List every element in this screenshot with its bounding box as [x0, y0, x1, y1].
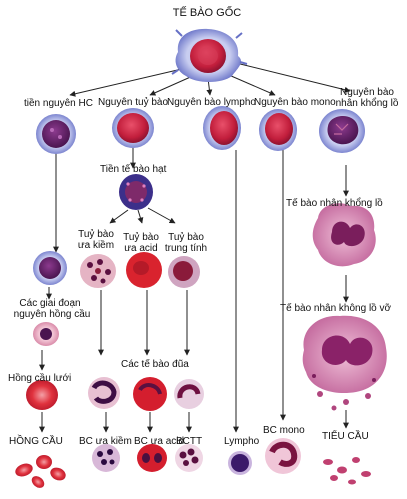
label-megakaryoblast-line2: nhân khổng lồ [335, 98, 399, 109]
red-blood-cells [15, 455, 66, 488]
reticulocyte-cell [26, 380, 58, 410]
band-cell-baso [88, 377, 120, 409]
arrow-promyelo-to-baso [109, 209, 129, 224]
neutrophil-cell [175, 444, 203, 472]
arrow-stem-to-megakaryoblast [231, 61, 351, 93]
arrows [39, 61, 351, 433]
basophil-cell [92, 444, 120, 472]
acidophilic-myelocyte-cell [126, 252, 162, 288]
proerythroblast-cell [36, 114, 76, 154]
label-neut-myelocyte-line1: Tuỷ bào [168, 232, 204, 243]
label-basophil: BC ưa kiềm [79, 436, 132, 447]
label-rbc: HỒNG CẦU [9, 436, 63, 447]
myeloblast-cell [112, 108, 154, 148]
label-monoblast: Nguyên bào mono [254, 97, 336, 108]
label-band-cells: Các tế bào đũa [121, 359, 189, 370]
erythroblast-cell [33, 251, 67, 285]
label-promyelocyte: Tiền tế bào hạt [100, 164, 167, 175]
lymphoblast-cell [203, 106, 241, 150]
label-proerythroblast: tiền nguyên HC [24, 98, 93, 109]
label-lymphocyte: Lympho [224, 436, 260, 447]
label-stem-cell: TẾ BÀO GỐC [172, 7, 242, 19]
label-megakaryoblast-line1: Nguyên bào [340, 87, 394, 98]
label-megakaryocyte: Tế bào nhân khổng lồ [286, 198, 383, 209]
monocyte-cell [265, 438, 301, 474]
lymphocyte-cell [228, 451, 252, 475]
stem-cell [171, 28, 248, 82]
arrow-promyelo-to-neut [147, 207, 176, 224]
monoblast-cell [259, 109, 297, 151]
broken-megakaryocyte-cell [302, 315, 387, 411]
arrow-stem-to-myeloblast [149, 74, 196, 96]
basophilic-myelocyte-cell [80, 254, 116, 288]
label-neutrophil: BCTT [176, 436, 203, 447]
megakaryoblast-cell [319, 109, 365, 153]
band-cell-acid [133, 377, 167, 411]
platelets [323, 457, 371, 485]
label-erythro-stages-line2: nguyên hồng cầu [13, 309, 91, 320]
label-baso-myelocyte-line1: Tuỷ bào [78, 229, 114, 240]
label-monocyte: BC mono [263, 425, 305, 436]
label-broken-megakaryocyte: Tế bào nhân không lồ vỡ [280, 303, 392, 314]
label-acid-myelocyte-line2: ưa acid [124, 243, 158, 254]
label-platelets: TIỂU CẦU [322, 431, 369, 442]
promyelocyte-cell [119, 174, 153, 210]
label-eosinophil: BC ưa acid [134, 436, 185, 447]
label-acid-myelocyte-line1: Tuỷ bào [123, 232, 159, 243]
neutrophilic-myelocyte-cell [168, 256, 200, 288]
megakaryocyte-cell [312, 203, 376, 267]
arrow-stem-to-proerythro [69, 67, 187, 97]
arrow-promyelo-to-acid [137, 209, 144, 224]
eosinophil-cell [137, 444, 167, 472]
label-reticulocyte: Hồng cầu lưới [8, 373, 72, 384]
late-erythroblast-cell [33, 322, 59, 346]
label-lymphoblast: Nguyên bào lympho [167, 97, 256, 108]
label-baso-myelocyte-line2: ưa kiềm [77, 240, 115, 251]
label-myeloblast: Nguyên tuỷ bào [98, 97, 169, 108]
band-cell-neut [174, 379, 204, 409]
label-erythro-stages-line1: Các giai đoạn [19, 298, 81, 309]
label-neut-myelocyte-line2: trung tính [164, 243, 208, 254]
